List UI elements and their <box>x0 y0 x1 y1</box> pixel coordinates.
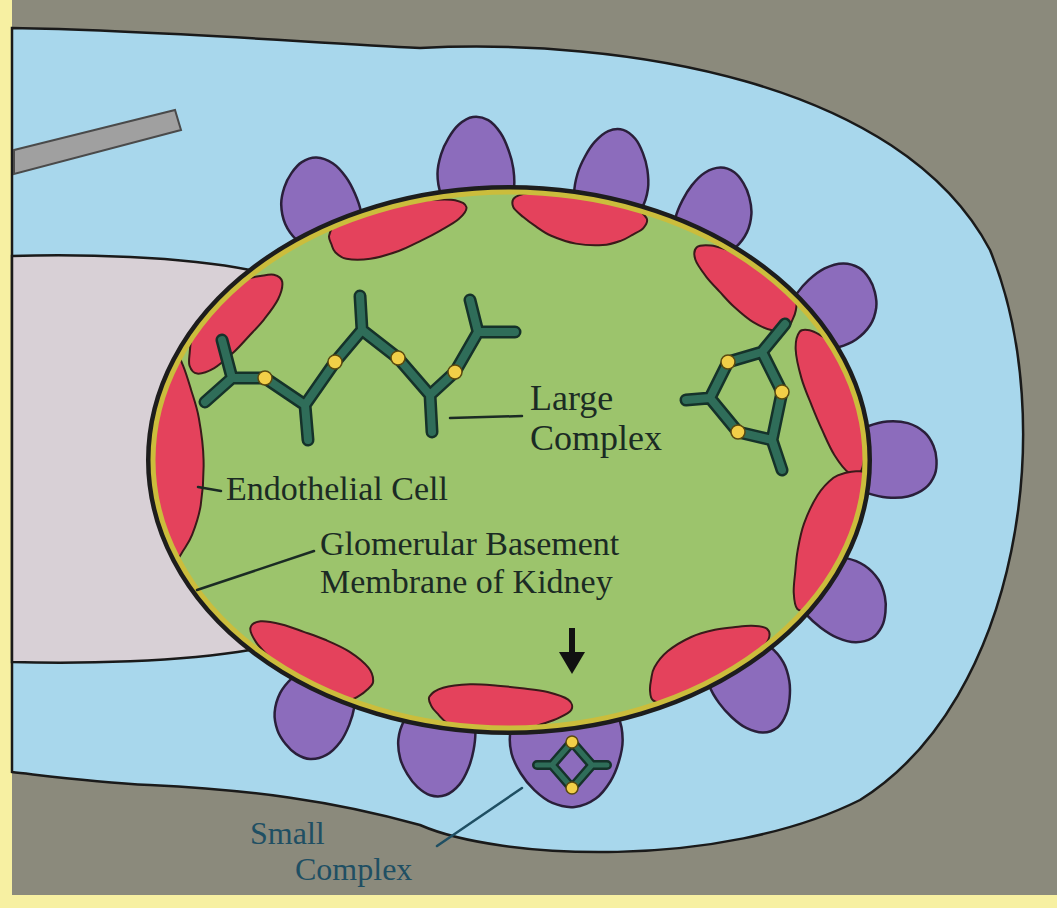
antigen-dot <box>448 365 462 379</box>
antibody-outline <box>572 742 607 788</box>
antigen-dot <box>566 736 578 748</box>
vessel-bar <box>14 110 181 174</box>
antibody <box>205 340 265 402</box>
antigen-dot <box>391 351 405 365</box>
antigen-dot <box>328 355 342 369</box>
antibody <box>572 742 607 788</box>
antibody-outline <box>728 324 785 392</box>
antigen-dot <box>566 782 578 794</box>
antibody <box>728 324 785 392</box>
antibody <box>265 362 335 440</box>
part-label: Large Complex <box>530 378 662 459</box>
antigen-dot <box>721 355 735 369</box>
antigen-dot <box>731 425 745 439</box>
antibody <box>537 742 572 788</box>
leader-line <box>437 788 522 846</box>
bowman-capsule <box>12 28 1023 852</box>
antibody <box>686 362 738 432</box>
grey-ground <box>12 0 1057 895</box>
part-label: Glomerular Basement Membrane of Kidney <box>320 525 650 601</box>
antibody <box>398 358 455 432</box>
endothelial-group <box>147 183 888 735</box>
antibody-outline <box>398 358 455 432</box>
antibody <box>455 300 515 372</box>
part-label: Small Complex <box>250 816 412 888</box>
antibody <box>335 296 398 362</box>
antibody-outline <box>455 300 515 372</box>
antibody-outline <box>537 742 572 788</box>
leader-line <box>198 487 221 491</box>
endothelial-cell <box>635 604 779 714</box>
leader-line <box>197 551 314 590</box>
part-label: Endothelial Cell <box>226 470 448 508</box>
antibody-outline <box>335 296 398 362</box>
antibody-outline <box>205 340 265 402</box>
arrow-shaft <box>569 628 575 656</box>
arrow-head <box>559 652 585 674</box>
endothelial-cell <box>237 605 381 715</box>
antigen-dot <box>258 371 272 385</box>
endothelial-cell <box>786 318 887 481</box>
leader-line <box>450 416 522 418</box>
basement-membrane <box>153 192 865 728</box>
antibody-outline <box>686 362 738 432</box>
capillary-lumen <box>149 188 869 732</box>
antigen-dot <box>775 385 789 399</box>
antibody-outline <box>265 362 335 440</box>
immune-complex-group <box>205 296 789 794</box>
